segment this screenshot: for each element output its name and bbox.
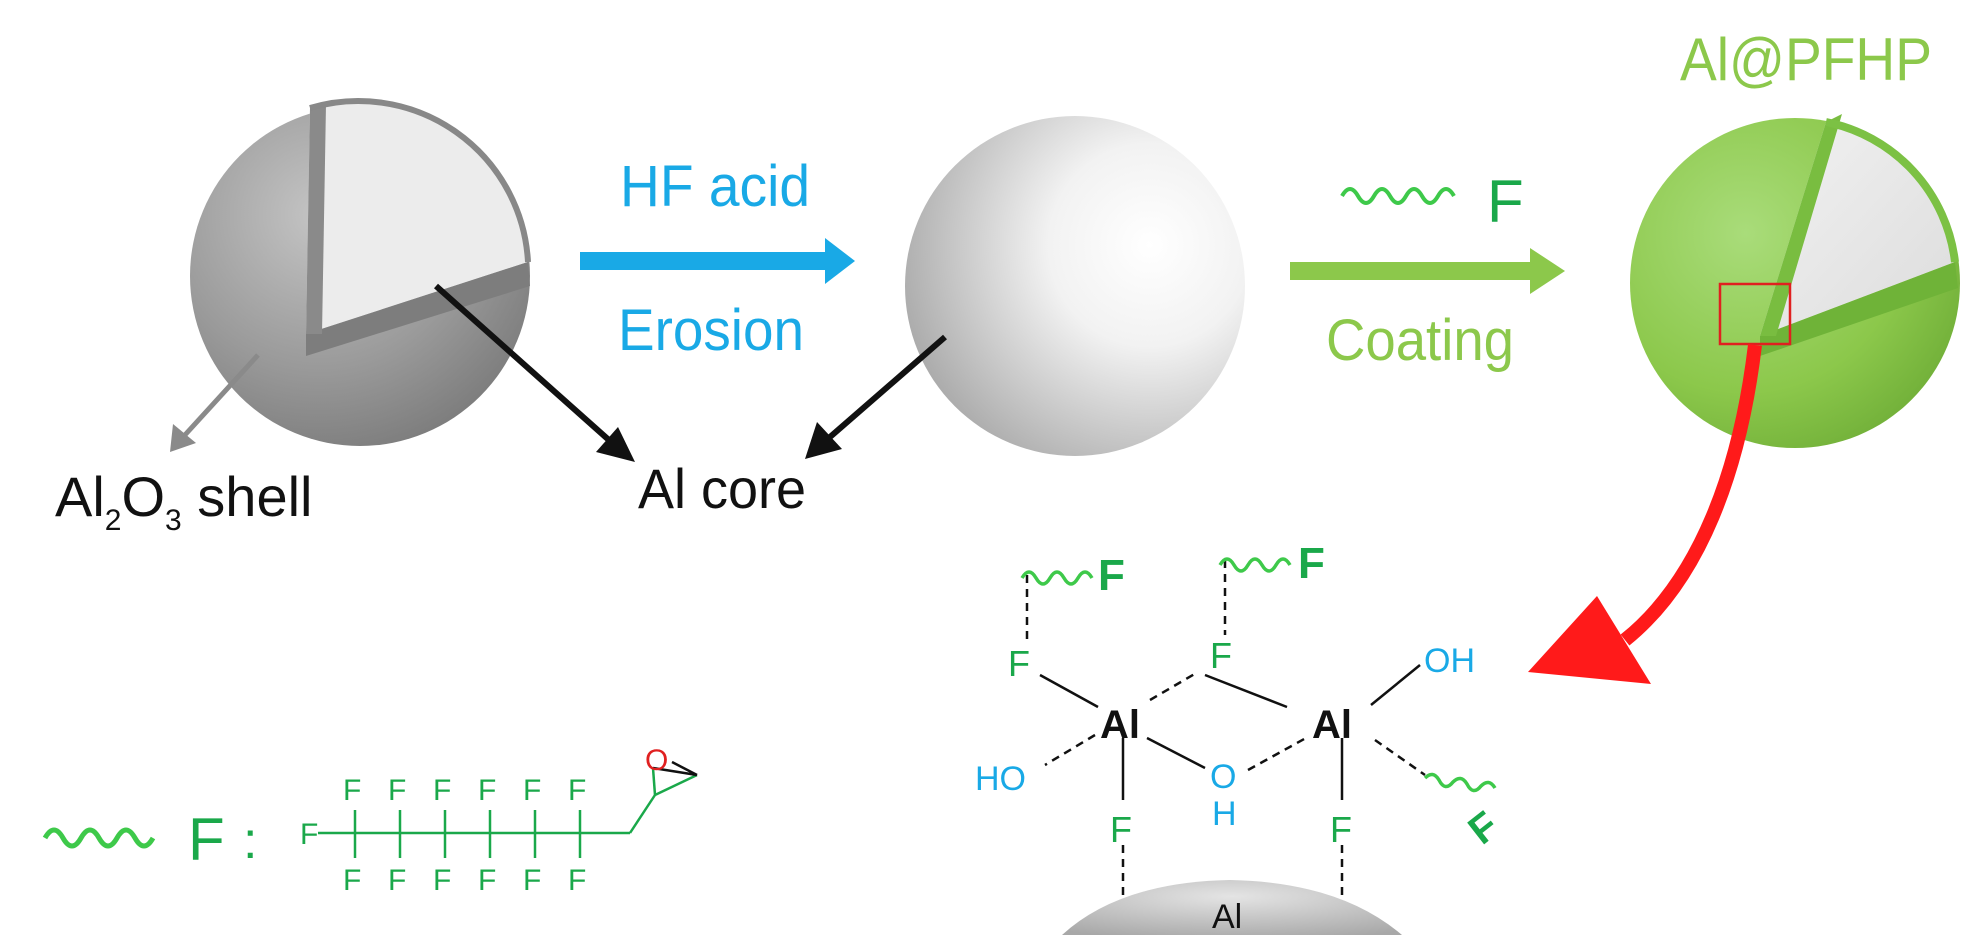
interface-dashed-bonds bbox=[1025, 560, 1426, 895]
zoom-pointer-arrow bbox=[1528, 344, 1762, 684]
legend-fluorine-atom: F bbox=[433, 864, 451, 897]
aluminum-atom-left: Al bbox=[1100, 703, 1140, 747]
erosion-label: Erosion bbox=[618, 298, 804, 363]
core-pointer-arrow-left bbox=[434, 283, 635, 462]
aluminum-core-sphere bbox=[905, 116, 1245, 456]
epoxide-ring bbox=[652, 760, 698, 777]
legend-fluorine-atom: F bbox=[433, 774, 451, 807]
legend-symbol: F bbox=[188, 806, 225, 873]
legend-wavy-chain-icon bbox=[42, 827, 156, 849]
fluorine-chain-top-1: F bbox=[1098, 551, 1125, 600]
pfhp-coated-sphere bbox=[1630, 114, 1960, 448]
legend-fluorine-atom: F bbox=[478, 774, 496, 807]
aluminum-substrate bbox=[1062, 880, 1402, 935]
coating-reagent-label: F bbox=[1487, 168, 1524, 235]
aluminum-atom-right: Al bbox=[1312, 703, 1352, 747]
legend-fluorine-atom: F bbox=[478, 864, 496, 897]
product-label: Al@PFHP bbox=[1680, 26, 1932, 93]
fluorine-bottom-left: F bbox=[1110, 809, 1132, 850]
zoom-region-box bbox=[1718, 282, 1792, 346]
core-label: Al core bbox=[638, 457, 806, 520]
fluorine-chain-right: F bbox=[1460, 803, 1506, 853]
epoxide-oxygen: O bbox=[645, 744, 668, 777]
perfluoro-chain-structure bbox=[318, 767, 698, 858]
core-pointer-arrow-right bbox=[805, 334, 947, 459]
hydroxyl-right: OH bbox=[1424, 642, 1475, 680]
coating-arrow bbox=[1290, 248, 1565, 294]
legend-fluorine-atom: F bbox=[388, 774, 406, 807]
hydroxyl-left: HO bbox=[975, 760, 1026, 798]
fluorine-bridge: F bbox=[1210, 635, 1232, 676]
legend-separator: : bbox=[243, 812, 257, 870]
legend-fluorine-atom: F bbox=[343, 774, 361, 807]
legend-fluorine-atom: F bbox=[568, 774, 586, 807]
legend-fluorine-atom: F bbox=[300, 818, 318, 851]
interface-bonds bbox=[1039, 664, 1421, 800]
hf-acid-label: HF acid bbox=[620, 154, 810, 219]
substrate-label: Al bbox=[1212, 898, 1242, 936]
legend-fluorine-atom: F bbox=[523, 774, 541, 807]
legend-fluorine-atoms: F F F F F F F F F F F F F bbox=[300, 774, 586, 897]
interface-wavy-chain-1 bbox=[1020, 570, 1094, 586]
legend-fluorine-atom: F bbox=[568, 864, 586, 897]
fluorine-left: F bbox=[1008, 643, 1030, 684]
alumina-coated-sphere bbox=[190, 98, 531, 446]
interface-wavy-chain-2 bbox=[1218, 557, 1292, 573]
bridging-oxygen: O bbox=[1210, 758, 1236, 796]
shell-label: Al2O3 shell bbox=[55, 465, 312, 537]
legend-fluorine-atom: F bbox=[388, 864, 406, 897]
wavy-chain-coating-icon bbox=[1340, 187, 1456, 205]
interface-wavy-chain-3 bbox=[1423, 772, 1497, 793]
bridging-hydrogen: H bbox=[1212, 795, 1237, 833]
fluorine-chain-top-2: F bbox=[1298, 539, 1325, 588]
shell-pointer-arrow bbox=[170, 353, 260, 452]
erosion-arrow bbox=[580, 238, 855, 284]
coating-label: Coating bbox=[1326, 308, 1514, 373]
fluorine-bottom-right: F bbox=[1330, 809, 1352, 850]
legend-fluorine-atom: F bbox=[523, 864, 541, 897]
legend-fluorine-atom: F bbox=[343, 864, 361, 897]
